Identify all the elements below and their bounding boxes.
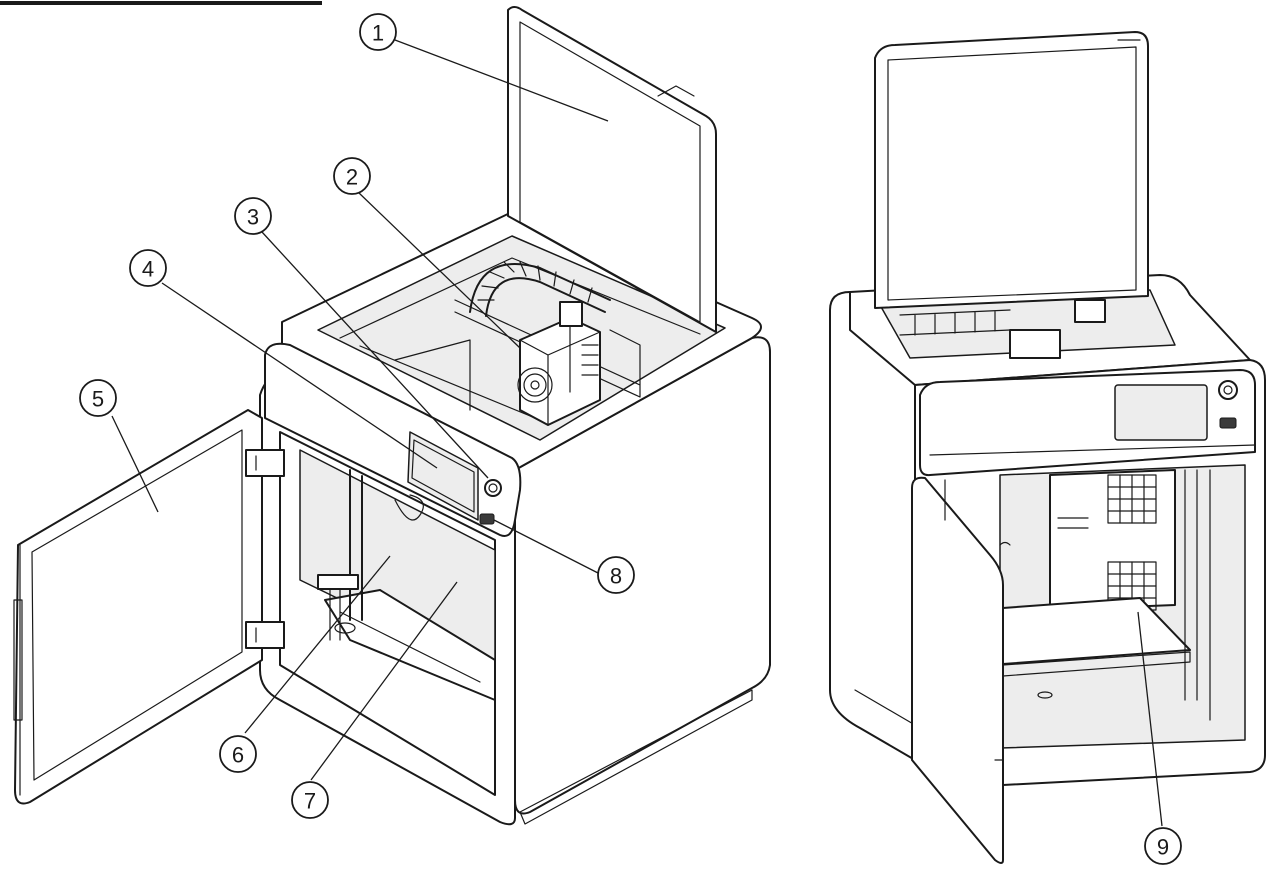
callout-1-number: 1 — [372, 21, 384, 46]
leader-lines — [111, 39, 1163, 827]
callout-2: 2 — [333, 157, 371, 195]
printer-rear-view — [829, 31, 1266, 864]
callout-2-number: 2 — [346, 165, 358, 190]
leader-2 — [357, 191, 521, 349]
leader-7 — [310, 581, 458, 781]
callout-5: 5 — [79, 379, 117, 417]
leader-5 — [111, 415, 159, 513]
callout-1: 1 — [359, 13, 397, 51]
z-axis-rod — [349, 469, 363, 621]
usb-port-rear — [1219, 417, 1237, 429]
callout-8: 8 — [597, 556, 635, 594]
callout-7-number: 7 — [304, 789, 316, 814]
touchscreen — [407, 431, 479, 521]
callout-6: 6 — [219, 735, 257, 773]
leader-1 — [394, 39, 609, 122]
base-strip — [519, 689, 753, 825]
callout-4: 4 — [129, 249, 167, 287]
door-hinge-bottom — [245, 621, 285, 649]
touchscreen-rear — [1114, 384, 1208, 441]
door-hinge-top — [245, 449, 285, 477]
cable-chain-rear — [899, 309, 1011, 336]
power-button-rear-icon — [1218, 380, 1238, 400]
callout-3: 3 — [234, 197, 272, 235]
leader-8 — [493, 519, 599, 574]
right-side-panel — [514, 336, 771, 815]
leader-3 — [261, 231, 489, 479]
callout-4-number: 4 — [142, 257, 154, 282]
cable-chain — [469, 263, 611, 313]
callout-9: 9 — [1144, 827, 1182, 865]
fan-icon — [517, 367, 553, 403]
callout-7: 7 — [291, 781, 329, 819]
callout-9-number: 9 — [1157, 835, 1169, 860]
open-door — [13, 409, 285, 805]
callout-8-number: 8 — [610, 564, 622, 589]
open-door-rear — [911, 476, 1004, 864]
power-button-icon — [484, 479, 502, 497]
callout-6-number: 6 — [232, 743, 244, 768]
callout-3-number: 3 — [247, 205, 259, 230]
callout-5-number: 5 — [92, 387, 104, 412]
printer-front-view — [259, 6, 771, 826]
leader-4 — [161, 282, 438, 469]
usb-port — [479, 513, 495, 525]
top-lid — [507, 6, 717, 333]
top-lid-rear — [874, 31, 1149, 309]
leader-9 — [1137, 611, 1163, 827]
leader-6 — [244, 555, 391, 734]
